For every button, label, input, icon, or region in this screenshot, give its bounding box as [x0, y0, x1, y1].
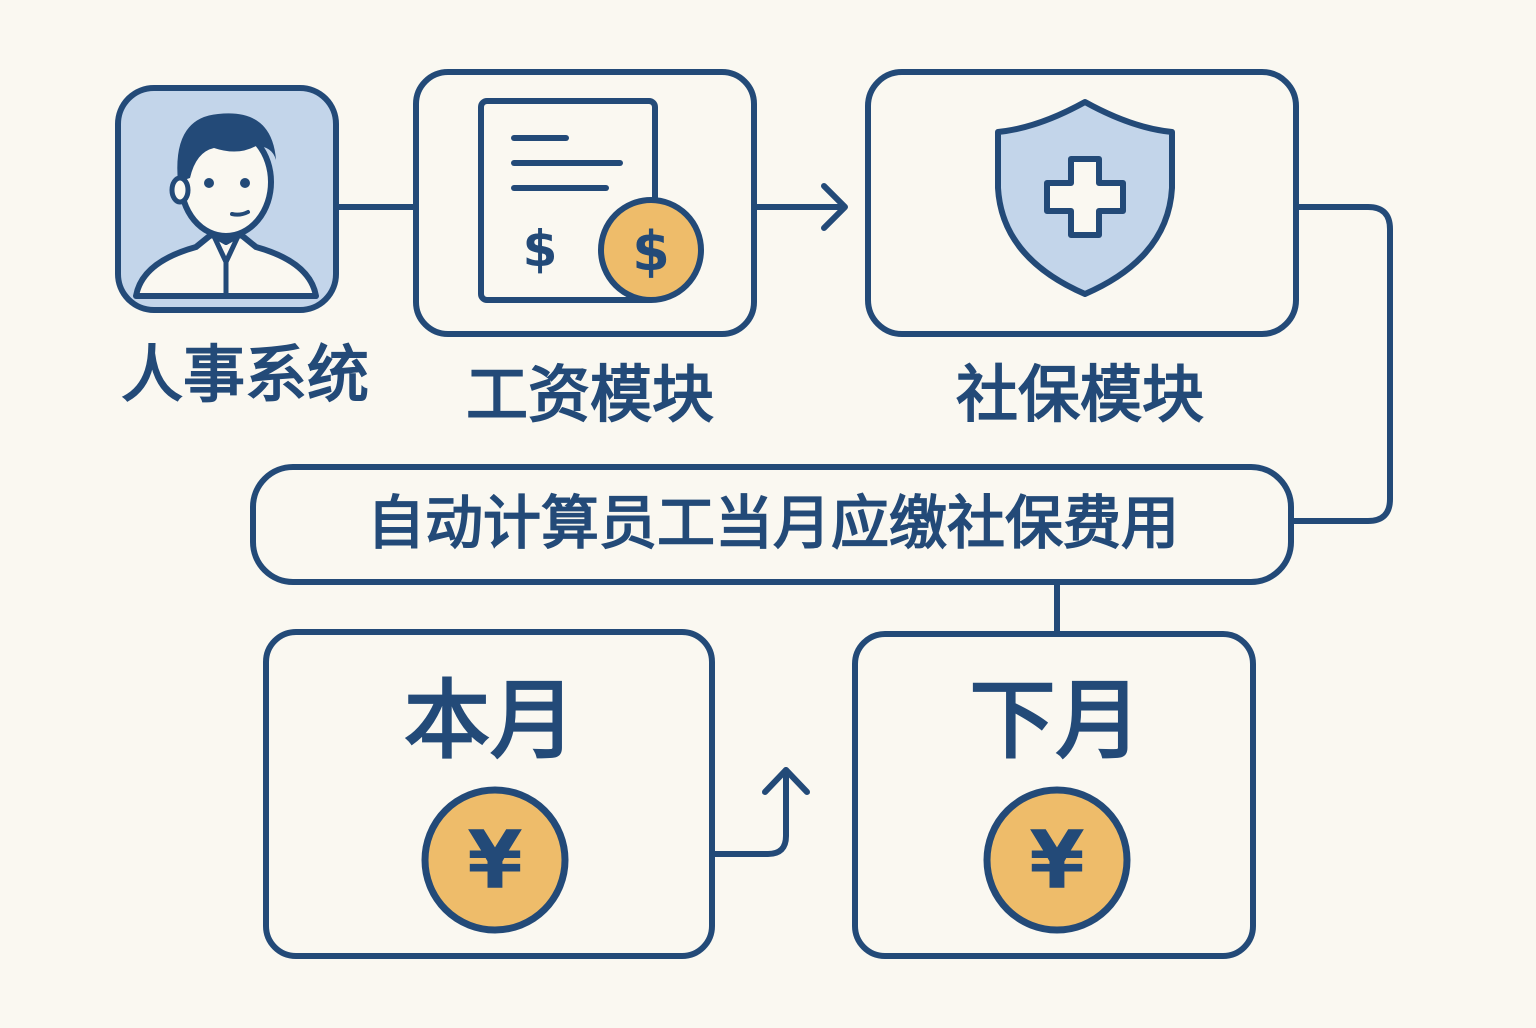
this-month-label: 本月 [404, 671, 576, 771]
arrow-this-to-next-month [709, 767, 810, 857]
hr-system-label: 人事系统 [120, 338, 369, 411]
shield-cross-icon [995, 99, 1175, 297]
hr-system-node [115, 85, 339, 313]
salary-module-label: 工资模块 [465, 358, 714, 431]
this-month-node: ¥ [263, 629, 715, 959]
this-month-yen-symbol: ¥ [467, 814, 523, 907]
payslip-dollar-icon: $ $ [478, 98, 704, 303]
auto-calc-label: 自动计算员工当月应缴社保费用 [366, 489, 1179, 557]
connector-social-to-calc [1291, 204, 1393, 524]
social-security-label: 社保模块 [955, 358, 1204, 431]
dollar-coin-symbol: $ [632, 220, 670, 283]
next-month-node: ¥ [852, 631, 1256, 959]
yen-coin-icon: ¥ [421, 786, 569, 934]
person-avatar-icon [133, 113, 319, 299]
salary-module-node: $ $ [413, 69, 757, 337]
next-month-yen-symbol: ¥ [1029, 814, 1085, 907]
payslip-dollar-symbol: $ [523, 220, 558, 278]
yen-coin-icon: ¥ [983, 786, 1131, 934]
arrow-salary-to-social [754, 183, 848, 231]
next-month-label: 下月 [969, 671, 1142, 771]
auto-calc-banner [250, 464, 1294, 585]
social-security-module-node [865, 69, 1299, 337]
